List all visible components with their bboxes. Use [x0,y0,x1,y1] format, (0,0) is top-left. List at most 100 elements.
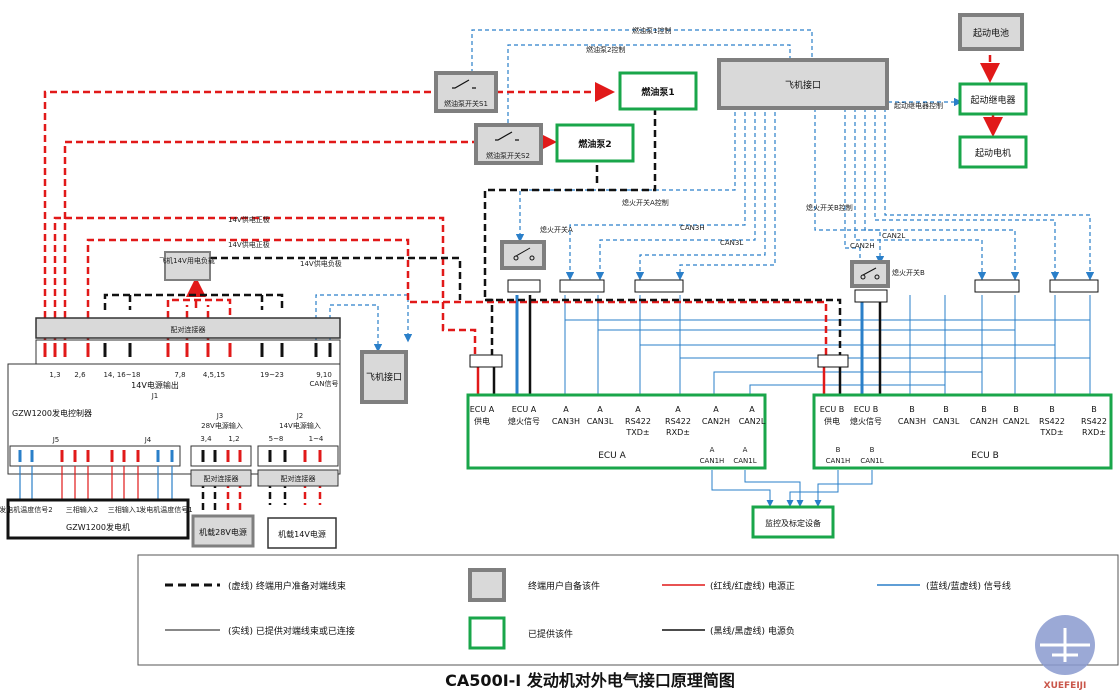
mating-connector-14v: 配对连接器 [257,469,339,487]
start-battery-box: 起动电池 [958,13,1024,51]
ecu-pin-function: CAN3H [898,417,926,426]
svg-text:14, 16~18: 14, 16~18 [103,371,140,379]
legend: (虚线) 终端用户准备对端线束 (实线) 已提供对端线束或已连接 终端用户自备该… [137,554,1119,666]
ecu-pin-function: CAN3L [933,417,960,426]
ecu-pin-function: 熄火信号 [850,416,882,426]
svg-text:配对连接器: 配对连接器 [171,325,206,334]
ignition-switch-b [850,260,890,288]
fuel-switch-s1: 燃油泵开关S1 [434,71,498,113]
svg-text:飞机14V用电负载: 飞机14V用电负载 [159,256,215,265]
svg-text:发电机温度信号1: 发电机温度信号1 [139,505,192,514]
ecu-can1-pin-function: CAN1H [700,457,725,465]
ecu-pin-label: A [675,405,681,414]
svg-text:CAN信号: CAN信号 [310,379,339,388]
ecu-pin-function: CAN3L [587,417,614,426]
ecu-pin-function: CAN2L [739,417,766,426]
svg-text:起动电池: 起动电池 [973,27,1009,39]
svg-text:CAN3H: CAN3H [680,224,705,232]
svg-text:(蓝线/蓝虚线) 信号线: (蓝线/蓝虚线) 信号线 [926,580,1011,592]
ecu-can1-pin-label: A [743,446,748,454]
ecu-pin-function: CAN2L [1003,417,1030,426]
ecu-pin-function: RXD± [1082,428,1106,437]
svg-text:9,10: 9,10 [316,371,332,379]
svg-text:5~8: 5~8 [269,435,284,443]
svg-text:J3: J3 [216,412,224,420]
svg-text:三相输入1: 三相输入1 [108,505,140,514]
svg-text:1~4: 1~4 [309,435,324,443]
svg-text:三相输入2: 三相输入2 [66,505,98,514]
fuel-pump-1-box: 燃油泵1 [618,71,698,111]
svg-text:14V供电正极: 14V供电正极 [228,240,270,249]
ecu-pin-label: B [1013,405,1019,414]
ecu-can1-pin-label: B [870,446,875,454]
ecu-can1-pin-label: B [836,446,841,454]
svg-text:4,5,15: 4,5,15 [203,371,225,379]
svg-text:发电机温度信号2: 发电机温度信号2 [0,505,53,514]
svg-text:J1: J1 [151,392,159,400]
svg-text:28V电源输入: 28V电源输入 [201,421,243,430]
svg-text:14V供电负极: 14V供电负极 [300,259,342,268]
diagram-caption: CA500I-I 发动机对外电气接口原理简图 [445,671,735,690]
svg-text:GZW1200发电机: GZW1200发电机 [66,522,130,532]
svg-text:(黑线/黑虚线) 电源负: (黑线/黑虚线) 电源负 [710,625,795,637]
svg-text:14V供电正极: 14V供电正极 [228,215,270,224]
ecu-pin-label: B [943,405,949,414]
watermark-logo: XUEFEIJI [1035,615,1095,691]
ecu-pin-label: ECU A [470,405,495,414]
svg-text:配对连接器: 配对连接器 [281,474,316,483]
ecu-pin-label: A [749,405,755,414]
ecu-pin-label: ECU B [820,405,845,414]
svg-text:燃油泵开关S2: 燃油泵开关S2 [486,151,530,160]
gzw-controller: 1,3 2,6 14, 16~18 7,8 4,5,15 19~23 9,10 … [7,363,341,475]
ignition-switch-a [500,240,546,270]
ecu-pin-function: 供电 [824,416,840,426]
monitoring-device-box: 监控及标定设备 [751,505,835,539]
svg-text:起动继电器控制: 起动继电器控制 [894,101,943,110]
black-power-lines [103,108,842,510]
svg-text:14V电源输出: 14V电源输出 [131,380,179,390]
svg-text:XUEFEIJI: XUEFEIJI [1044,681,1087,691]
svg-text:燃油泵1控制: 燃油泵1控制 [632,26,671,35]
ecu-pin-label: A [635,405,641,414]
ecu-pin-label: A [597,405,603,414]
ecu-can1-pin-label: A [710,446,715,454]
power-28v-box: 机载28V电源 [191,514,255,548]
mating-connector-28v: 配对连接器 [190,469,252,487]
svg-text:燃油泵开关S1: 燃油泵开关S1 [444,99,488,108]
ecu-can1-pin-function: CAN1L [860,457,883,465]
ignition-signal-lines [515,295,864,395]
ecu-can1-pin-function: CAN1L [733,457,756,465]
svg-text:燃油泵1: 燃油泵1 [641,86,674,98]
line-labels: 燃油泵1控制 燃油泵2控制 起动继电器控制 熄火开关A控制 熄火开关A 熄火开关… [228,26,943,277]
svg-text:J2: J2 [296,412,304,420]
start-relay-box: 起动继电器 [958,82,1028,116]
svg-text:CAN2L: CAN2L [882,232,905,240]
svg-text:3,4: 3,4 [200,435,212,443]
svg-text:J5: J5 [52,436,60,444]
svg-text:ECU A: ECU A [598,451,626,461]
ecu-pin-function: CAN2H [970,417,998,426]
ecu-pin-function: RXD± [666,428,690,437]
svg-text:7,8: 7,8 [174,371,185,379]
svg-text:(实线) 已提供对端线束或已连接: (实线) 已提供对端线束或已连接 [228,625,355,637]
ecu-pin-label: B [909,405,915,414]
svg-text:机载28V电源: 机载28V电源 [199,527,247,537]
svg-text:J4: J4 [144,436,152,444]
ecu-pin-label: B [1091,405,1097,414]
svg-text:配对连接器: 配对连接器 [204,474,239,483]
starter-motor-box: 起动电机 [958,135,1028,169]
svg-text:起动电机: 起动电机 [975,147,1011,159]
svg-text:CAN2H: CAN2H [850,242,875,250]
signal-lines-solid [564,295,1091,507]
fuel-switch-s2: 燃油泵开关S2 [474,123,543,165]
ecu-pin-label: A [563,405,569,414]
svg-text:飞机接口: 飞机接口 [785,79,821,91]
ecu-pin-function: TXD± [625,428,649,437]
svg-text:起动继电器: 起动继电器 [970,94,1015,106]
gzw-generator-box: 发电机温度信号2 三相输入2 三相输入1 发电机温度信号1 GZW1200发电机 [0,498,193,540]
aircraft-interface-small-box: 飞机接口 [360,350,408,404]
fuel-pump-2-box: 燃油泵2 [555,123,635,163]
power-14v-box: 机载14V电源 [267,517,337,549]
